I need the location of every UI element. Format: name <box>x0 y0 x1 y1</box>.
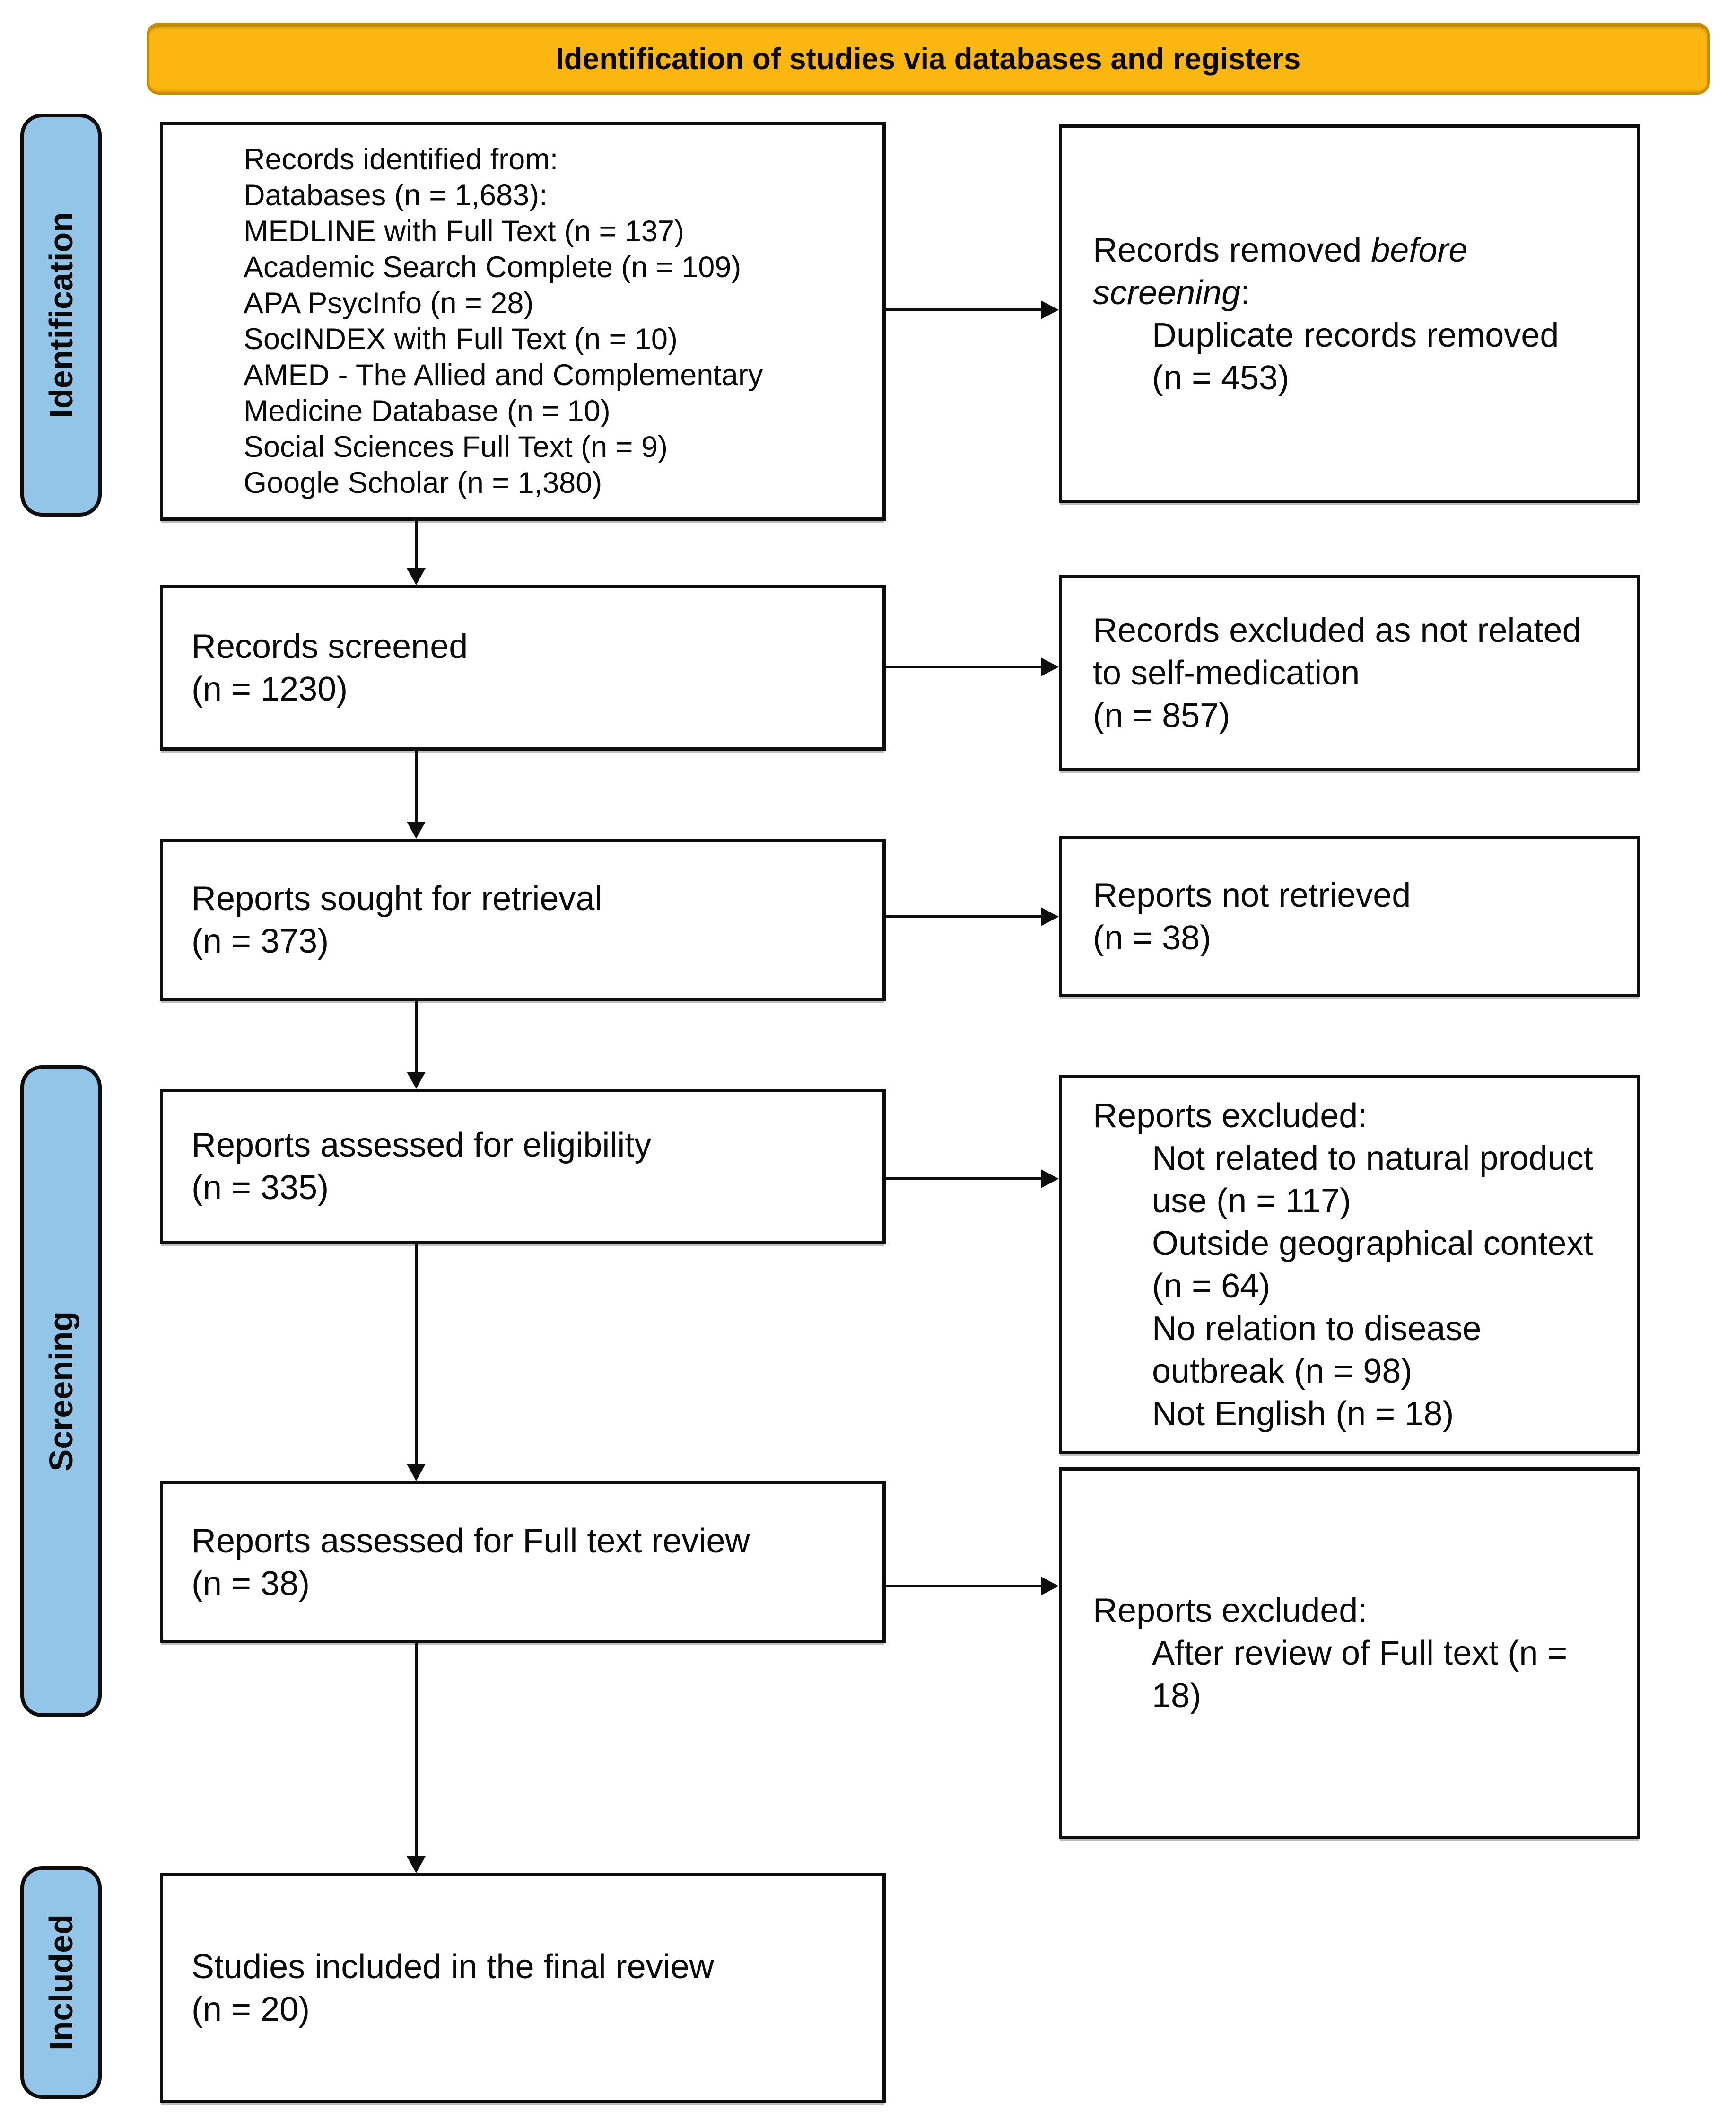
text-line: to self-medication <box>1093 654 1360 692</box>
box-reports-excluded-eligibility: Reports excluded: Not related to natural… <box>1059 1075 1640 1454</box>
text-line: screening: <box>1093 273 1250 312</box>
arrow-down-sought-to-eligibility <box>415 1001 418 1072</box>
arrow-right-identified-to-removed <box>886 308 1041 311</box>
text-line: SocINDEX with Full Text (n = 10) <box>244 323 678 356</box>
text-line: Outside geographical context <box>1152 1224 1593 1262</box>
text-line: Reports assessed for eligibility <box>192 1126 652 1164</box>
arrowhead-down-icon <box>407 822 426 839</box>
box-studies-included: Studies included in the final review (n … <box>160 1873 886 2103</box>
arrowhead-down-icon <box>407 1856 426 1873</box>
arrowhead-down-icon <box>407 1464 426 1481</box>
text-line: Records removed before <box>1093 231 1468 269</box>
text-line: Duplicate records removed <box>1152 316 1559 354</box>
text-line: Databases (n = 1,683): <box>244 179 548 212</box>
box-reports-sought: Reports sought for retrieval (n = 373) <box>160 839 886 1001</box>
arrow-down-fulltext-to-included <box>415 1643 418 1856</box>
text-line: No relation to disease <box>1152 1309 1482 1348</box>
text-line: Not English (n = 18) <box>1152 1394 1454 1433</box>
text-line: (n = 1230) <box>192 670 348 708</box>
text-line: After review of Full text (n = <box>1152 1634 1568 1672</box>
text-line: APA PsycInfo (n = 28) <box>244 287 534 320</box>
box-reports-assessed-fulltext: Reports assessed for Full text review (n… <box>160 1481 886 1643</box>
text-line: AMED - The Allied and Complementary <box>244 359 763 392</box>
banner: Identification of studies via databases … <box>147 23 1710 95</box>
arrow-right-eligibility-to-excluded <box>886 1177 1041 1180</box>
arrowhead-right-icon <box>1041 907 1059 926</box>
box-records-identified: Records identified from: Databases (n = … <box>160 122 886 521</box>
text-line: Studies included in the final review <box>192 1948 714 1986</box>
arrow-down-screened-to-sought <box>415 751 418 822</box>
arrowhead-right-icon <box>1041 657 1059 676</box>
text-line: Reports excluded: <box>1093 1096 1368 1135</box>
text-line: Academic Search Complete (n = 109) <box>244 251 742 284</box>
text-line: Google Scholar (n = 1,380) <box>244 466 602 500</box>
stage-label-text: Included <box>43 1914 79 2051</box>
text-line: Records identified from: <box>244 143 558 176</box>
arrow-right-fulltext-to-excluded <box>886 1585 1041 1587</box>
text-line: (n = 64) <box>1152 1267 1271 1305</box>
text-line: (n = 38) <box>192 1564 310 1603</box>
text-line: 18) <box>1152 1677 1202 1715</box>
text-line: use (n = 117) <box>1152 1182 1351 1220</box>
arrow-right-sought-to-notretrieved <box>886 915 1041 918</box>
text-line: (n = 373) <box>192 922 329 960</box>
text-line: Not related to natural product <box>1152 1139 1593 1177</box>
banner-title: Identification of studies via databases … <box>555 42 1301 76</box>
arrow-right-screened-to-excluded <box>886 666 1041 668</box>
text-line: Reports assessed for Full text review <box>192 1522 750 1560</box>
text-line: Medicine Database (n = 10) <box>244 394 611 428</box>
box-reports-excluded-fulltext: Reports excluded: After review of Full t… <box>1059 1467 1640 1839</box>
box-records-excluded: Records excluded as not related to self-… <box>1059 575 1640 771</box>
arrowhead-down-icon <box>407 1072 426 1089</box>
text-line: MEDLINE with Full Text (n = 137) <box>244 215 684 248</box>
stage-label-identification: Identification <box>20 114 102 517</box>
text-line: (n = 453) <box>1152 359 1290 397</box>
arrowhead-right-icon <box>1041 300 1059 319</box>
arrowhead-right-icon <box>1041 1169 1059 1188</box>
text-line: (n = 335) <box>192 1169 329 1207</box>
box-records-removed: Records removed before screening: Duplic… <box>1059 124 1640 503</box>
arrowhead-down-icon <box>407 568 426 585</box>
text-line: outbreak (n = 98) <box>1152 1352 1413 1390</box>
arrowhead-right-icon <box>1041 1577 1059 1595</box>
box-records-screened: Records screened (n = 1230) <box>160 585 886 751</box>
text-line: Reports not retrieved <box>1093 876 1411 914</box>
arrow-down-eligibility-to-fulltext <box>415 1244 418 1464</box>
text-line: (n = 38) <box>1093 919 1212 957</box>
text-line: Reports excluded: <box>1093 1592 1368 1630</box>
stage-label-included: Included <box>20 1866 102 2099</box>
text-line: Records screened <box>192 628 468 666</box>
text-line: (n = 20) <box>192 1990 310 2028</box>
stage-label-text: Identification <box>43 212 79 418</box>
text-line: (n = 857) <box>1093 696 1230 735</box>
box-reports-assessed-eligibility: Reports assessed for eligibility (n = 33… <box>160 1089 886 1244</box>
stage-label-screening: Screening <box>20 1065 102 1717</box>
text-line: Records excluded as not related <box>1093 611 1581 649</box>
text-line: Social Sciences Full Text (n = 9) <box>244 430 668 464</box>
arrow-down-identified-to-screened <box>415 521 418 568</box>
text-line: Reports sought for retrieval <box>192 879 602 918</box>
stage-label-text: Screening <box>43 1311 79 1472</box>
box-reports-not-retrieved: Reports not retrieved (n = 38) <box>1059 836 1640 997</box>
